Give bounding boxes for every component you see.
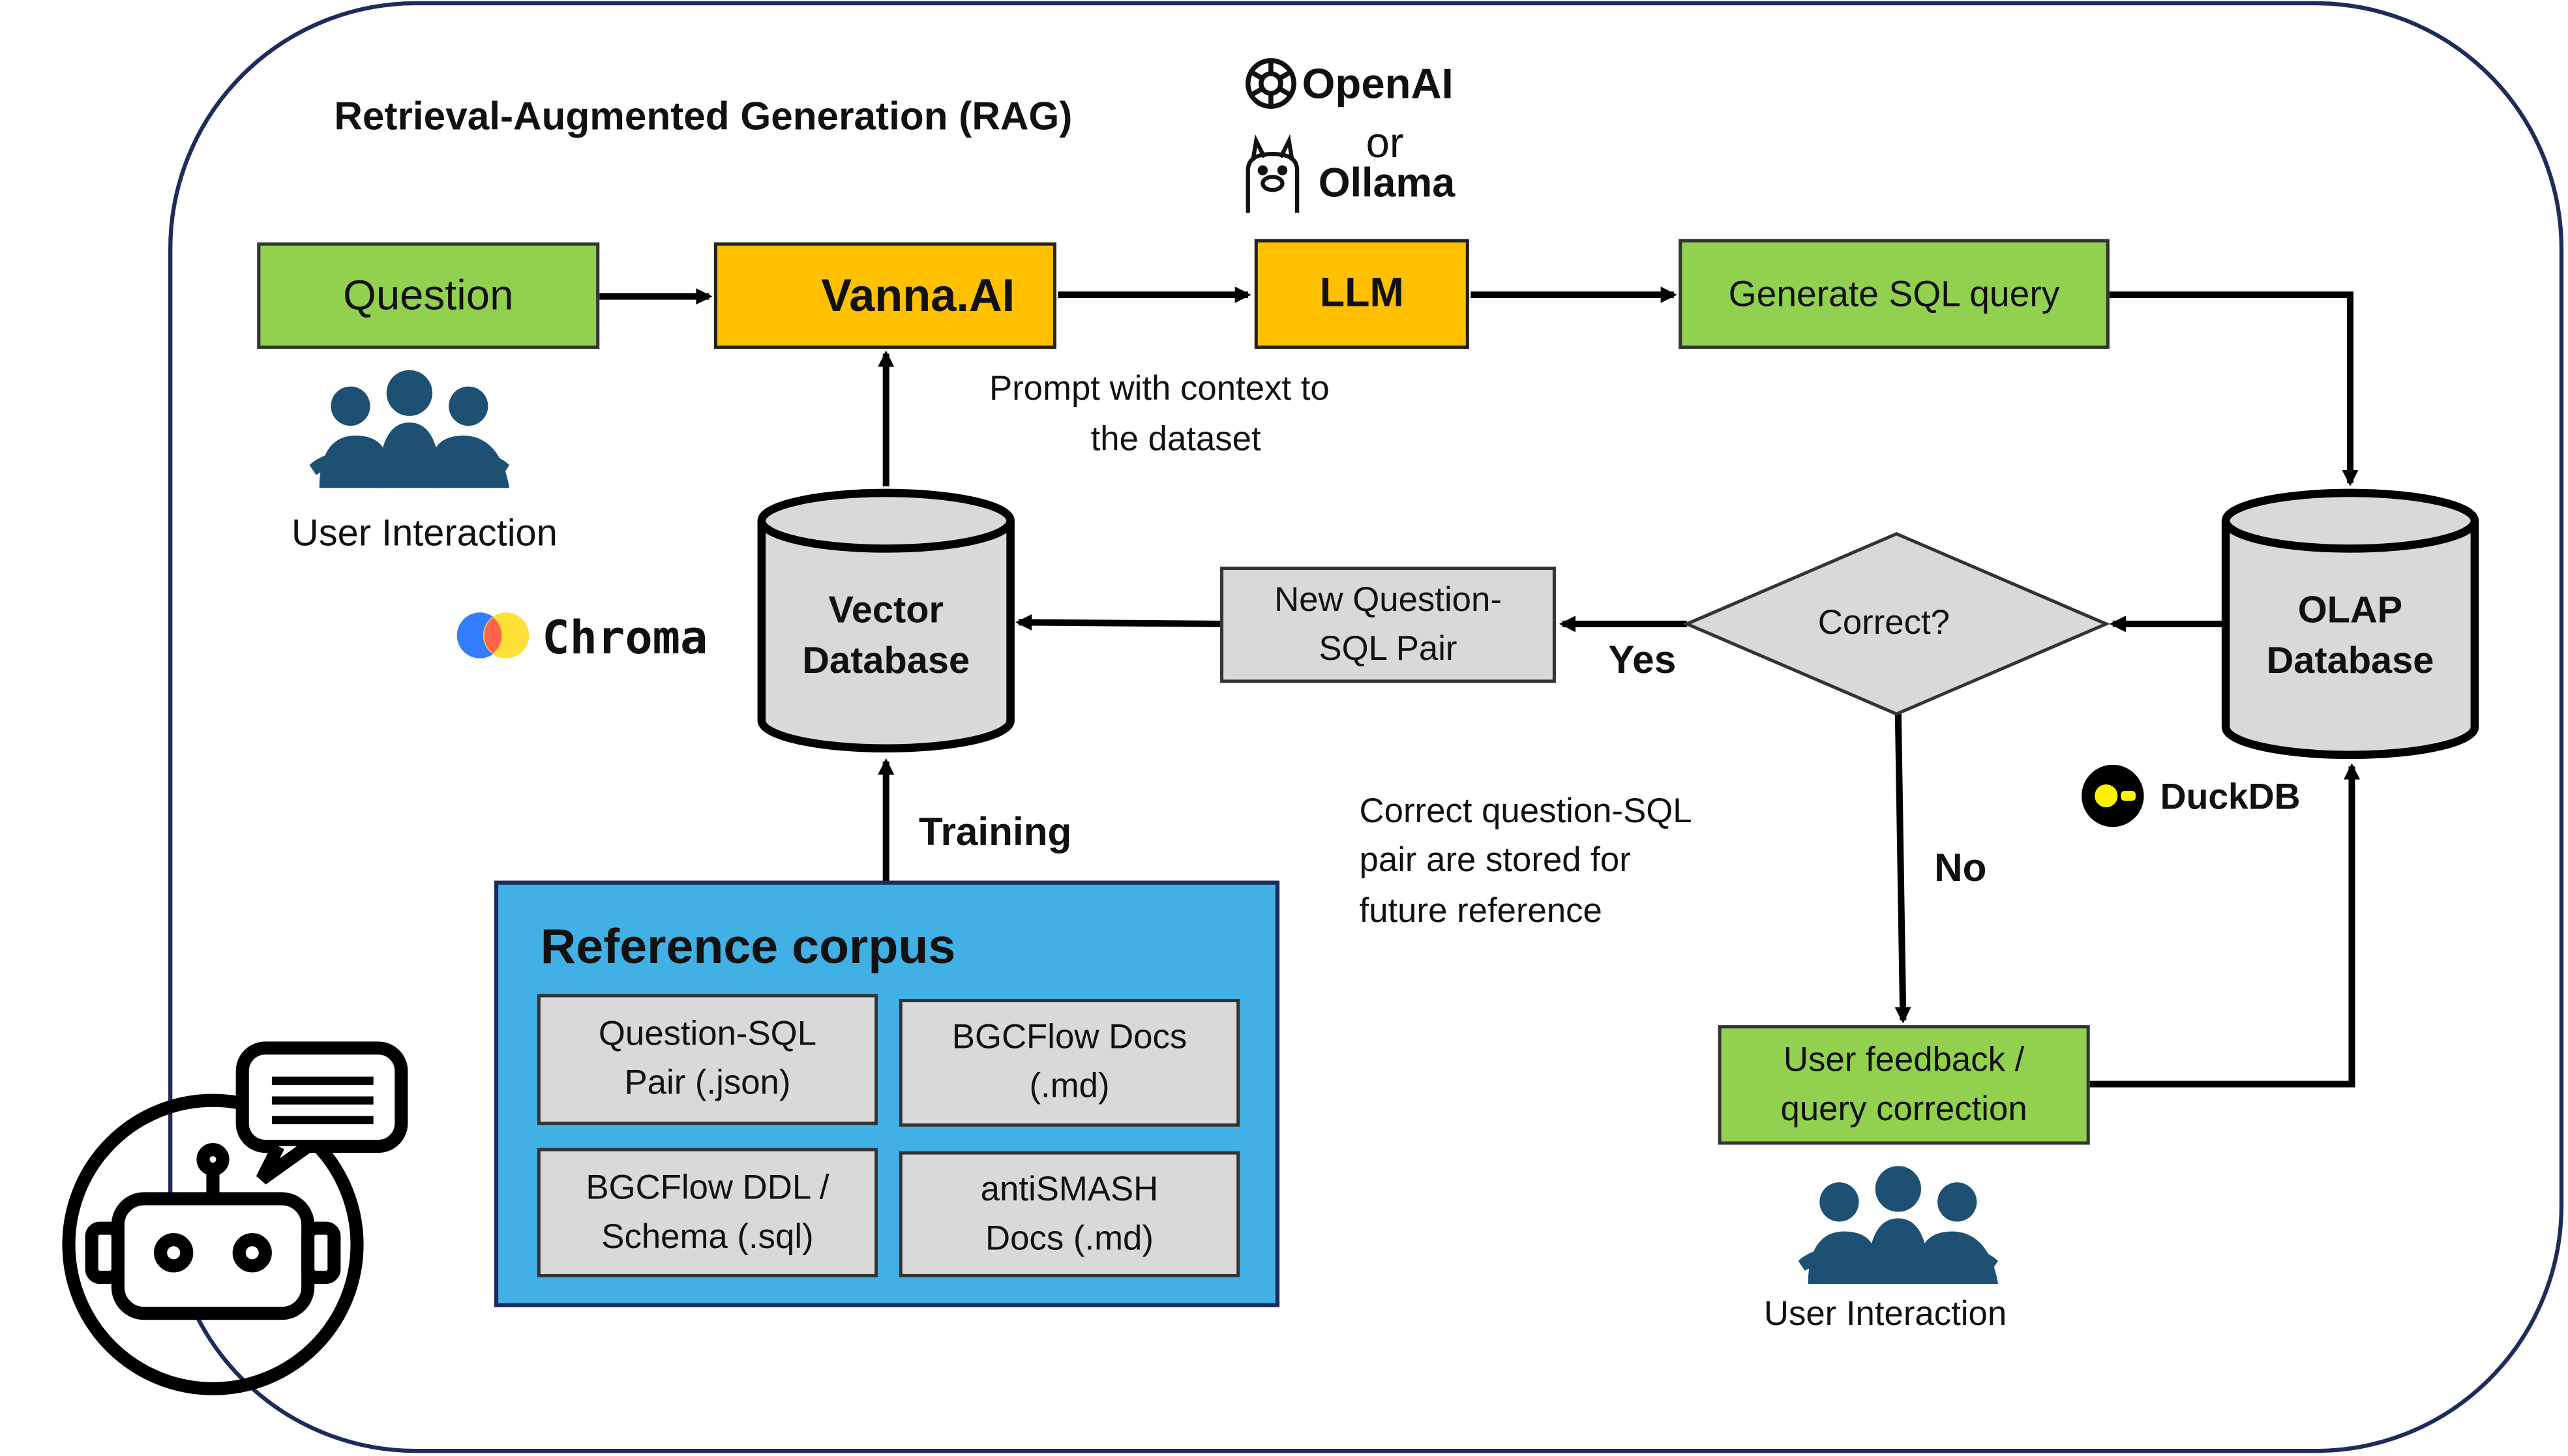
generate-sql-box: Generate SQL query: [1679, 239, 2110, 349]
arrow-feedback-olap: [2089, 763, 2361, 1088]
vanna-box: Vanna.AI: [714, 242, 1056, 349]
corpus-item-1-line1: Question-SQL: [598, 1015, 817, 1053]
stored-note-line1: Correct question-SQL: [1359, 792, 1692, 831]
vector-db-label-line1: Vector: [828, 587, 944, 631]
openai-label: OpenAI: [1302, 59, 1454, 108]
correct-label: Correct?: [1817, 604, 1950, 642]
corpus-item-4-line2: Docs (.md): [985, 1219, 1154, 1257]
olap-db-cylinder: [2221, 488, 2479, 760]
outer-frame: [168, 1, 2564, 1453]
or-label: or: [1366, 117, 1404, 168]
vanna-label: Vanna.AI: [821, 269, 1015, 320]
feedback-box: User feedback / query correction: [1718, 1025, 2090, 1145]
question-box: Question: [257, 242, 600, 349]
corpus-item-3-line1: BGCFlow DDL /: [586, 1168, 829, 1206]
stored-note-line2: pair are stored for: [1359, 841, 1631, 880]
openai-icon: [1245, 58, 1296, 110]
arrow-newpair-vector: [1015, 614, 1221, 631]
olap-db-label: OLAP Database: [2226, 585, 2475, 687]
no-label: No: [1934, 846, 1987, 891]
corpus-item-3-line2: Schema (.sql): [601, 1217, 814, 1256]
ollama-icon: [1246, 134, 1300, 213]
arrow-generate-olap: [2109, 291, 2359, 486]
olap-db-label-line2: Database: [2266, 638, 2434, 681]
user-interaction-label-bottom: User Interaction: [1763, 1295, 2007, 1333]
corpus-item-antismash-docs: antiSMASH Docs (.md): [899, 1151, 1240, 1277]
arrow-correct-feedback: [1894, 713, 1911, 1024]
prompt-label-line2: the dataset: [1090, 421, 1261, 459]
corpus-title: Reference corpus: [540, 920, 956, 975]
corpus-item-bgcflow-ddl: BGCFlow DDL / Schema (.sql): [537, 1148, 878, 1277]
new-pair-box: New Question- SQL Pair: [1220, 566, 1556, 683]
corpus-item-question-sql: Question-SQL Pair (.json): [537, 994, 878, 1125]
corpus-item-2-line1: BGCFlow Docs: [951, 1018, 1187, 1056]
llm-label: LLM: [1319, 270, 1404, 316]
duckdb-label: DuckDB: [2160, 776, 2301, 818]
corpus-item-bgcflow-docs: BGCFlow Docs (.md): [899, 999, 1240, 1127]
question-label: Question: [343, 270, 514, 319]
people-icon-bottom: [1798, 1166, 1999, 1285]
corpus-item-1-line2: Pair (.json): [624, 1064, 791, 1103]
duckdb-icon: [2082, 764, 2144, 827]
training-label: Training: [918, 810, 1072, 855]
new-pair-line2: SQL Pair: [1319, 629, 1457, 668]
feedback-line1: User feedback /: [1783, 1041, 2025, 1078]
vector-db-cylinder: [757, 488, 1015, 753]
vector-db-label-line2: Database: [802, 638, 970, 681]
correct-diamond: [1682, 532, 2111, 716]
user-interaction-label-top: User Interaction: [291, 511, 558, 554]
new-pair-line1: New Question-: [1274, 580, 1502, 619]
corpus-item-2-line2: (.md): [1029, 1067, 1110, 1106]
diagram-title: Retrieval-Augmented Generation (RAG): [334, 95, 1073, 140]
vector-db-label: Vector Database: [762, 585, 1011, 687]
stored-note-line3: future reference: [1359, 892, 1602, 930]
robot-chat-icon: [62, 1041, 408, 1395]
generate-sql-label: Generate SQL query: [1728, 273, 2060, 314]
people-icon: [309, 370, 510, 488]
corpus-item-4-line1: antiSMASH: [980, 1170, 1159, 1208]
yes-label: Yes: [1608, 638, 1677, 683]
olap-db-label-line1: OLAP: [2297, 587, 2403, 631]
llm-box: LLM: [1254, 239, 1469, 349]
ollama-label: Ollama: [1318, 160, 1456, 207]
chroma-icon: [456, 612, 530, 659]
feedback-line2: query correction: [1780, 1090, 2027, 1128]
prompt-label-line1: Prompt with context to: [989, 370, 1330, 408]
chroma-label: Chroma: [542, 610, 708, 665]
